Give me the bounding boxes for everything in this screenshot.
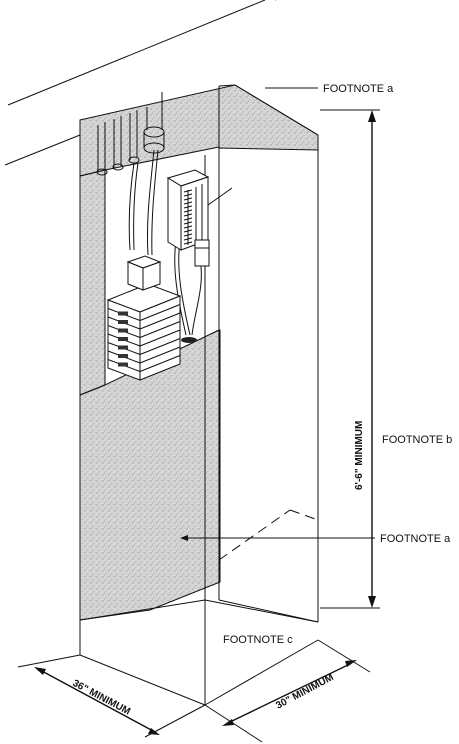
footnote-a-mid-label: FOOTNOTE a xyxy=(380,533,451,545)
cables xyxy=(128,149,202,336)
stack-unit-slot xyxy=(118,320,128,324)
wall-edges xyxy=(79,169,106,396)
stack-unit-slot xyxy=(118,362,128,367)
leader-lines xyxy=(180,87,375,541)
rack-port xyxy=(183,217,193,221)
rack-port xyxy=(183,201,193,205)
rack-port xyxy=(183,237,193,241)
rack-port xyxy=(183,213,193,217)
stack-unit-slot xyxy=(118,345,128,350)
width-dimension xyxy=(17,654,206,738)
stack-unit-slot xyxy=(118,337,128,341)
stack-unit-slot xyxy=(118,311,128,316)
ceiling-lines xyxy=(4,0,277,166)
footnote-a-top-label: FOOTNOTE a xyxy=(323,83,394,95)
stack-row-divider xyxy=(139,312,181,330)
footnote-c-label: FOOTNOTE c xyxy=(223,634,293,646)
stack-row-divider xyxy=(139,304,181,321)
conduits xyxy=(96,92,165,176)
stack-row-divider xyxy=(139,355,181,372)
stack-unit-slot xyxy=(118,328,128,333)
width-dimension-label: 36" MINIMUM xyxy=(71,678,132,718)
rack-port xyxy=(183,193,193,197)
height-dimension-label: 6'-6" MINIMUM xyxy=(354,421,365,490)
stack-row-divider xyxy=(139,346,181,364)
rack-port xyxy=(183,209,193,213)
stack-unit-slot xyxy=(118,354,128,358)
rack-port xyxy=(183,241,193,245)
footnote-b-label: FOOTNOTE b xyxy=(382,434,452,446)
rack-port xyxy=(183,225,193,229)
clearance-box xyxy=(79,84,319,706)
rack-port xyxy=(183,197,193,201)
stack-row-divider xyxy=(139,321,181,338)
rack-port xyxy=(183,233,193,237)
rack-port xyxy=(183,205,193,209)
floor-sleeve xyxy=(181,337,197,343)
height-dimension xyxy=(320,109,380,609)
depth-dimension xyxy=(204,639,371,743)
rack-port xyxy=(183,229,193,233)
equipment-stack xyxy=(106,255,182,381)
wall-lower-stipple xyxy=(79,169,221,621)
depth-dimension-label: 30" MINIMUM xyxy=(274,672,335,712)
patch-panel-rack xyxy=(166,169,210,267)
stack-row-divider xyxy=(139,329,181,347)
rack-port xyxy=(183,221,193,225)
rack-port xyxy=(183,189,193,193)
stack-row-divider xyxy=(139,338,181,355)
